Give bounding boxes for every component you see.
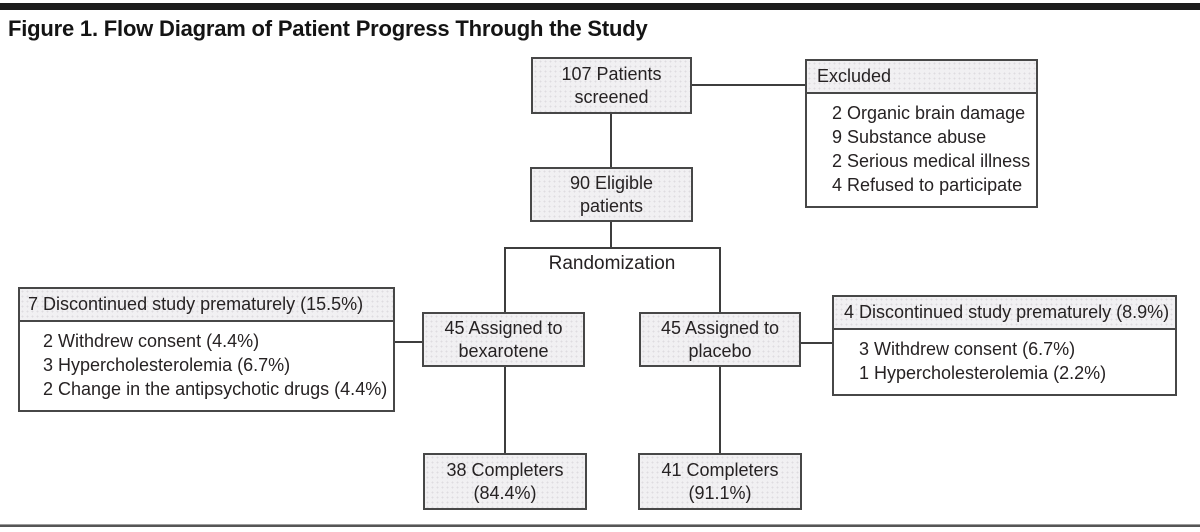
node-assigned-bexarotene: 45 Assigned to bexarotene (422, 312, 585, 367)
node-patients-screened-line2: screened (574, 86, 649, 107)
connector-split-placebo (719, 247, 721, 312)
excluded-item: 4 Refused to participate (832, 175, 1023, 195)
node-discontinued-placebo-header: 4 Discontinued study prematurely (8.9%) (834, 297, 1175, 330)
discontinued-bexarotene-item: 3 Hypercholesterolemia (6.7%) (43, 355, 291, 375)
connector-split-horizontal (504, 247, 721, 249)
node-eligible-patients: 90 Eligible patients (530, 167, 693, 222)
node-completers-placebo-line2: (91.1%) (688, 482, 752, 503)
connector-placebo-discontinued (801, 342, 832, 344)
node-completers-bexarotene-line2: (84.4%) (473, 482, 537, 503)
node-discontinued-bexarotene-header: 7 Discontinued study prematurely (15.5%) (20, 289, 393, 322)
randomization-label: Randomization (548, 253, 676, 274)
node-discontinued-bexarotene-list: 2 Withdrew consent (4.4%) 3 Hypercholest… (20, 322, 393, 410)
excluded-item: 2 Organic brain damage (832, 103, 1026, 123)
node-patients-screened-line1: 107 Patients (561, 63, 662, 84)
node-eligible-patients-line1: 90 Eligible (569, 172, 654, 193)
connector-screened-excluded (692, 84, 805, 86)
node-discontinued-bexarotene: 7 Discontinued study prematurely (15.5%)… (18, 287, 395, 412)
node-discontinued-placebo: 4 Discontinued study prematurely (8.9%) … (832, 295, 1177, 396)
top-rule (0, 3, 1200, 10)
node-assigned-placebo-line1: 45 Assigned to (660, 317, 780, 338)
node-excluded-list: 2 Organic brain damage 9 Substance abuse… (807, 94, 1036, 206)
node-excluded-header: Excluded (807, 61, 1036, 94)
connector-discontinued-bexarotene (395, 341, 422, 343)
figure-title: Figure 1. Flow Diagram of Patient Progre… (8, 16, 648, 41)
node-assigned-placebo: 45 Assigned to placebo (639, 312, 801, 367)
node-excluded: Excluded 2 Organic brain damage 9 Substa… (805, 59, 1038, 208)
connector-screened-eligible (610, 114, 612, 167)
node-discontinued-placebo-list: 3 Withdrew consent (6.7%) 1 Hypercholest… (834, 330, 1175, 394)
discontinued-bexarotene-item: 2 Change in the antipsychotic drugs (4.4… (43, 379, 388, 399)
node-completers-placebo: 41 Completers (91.1%) (638, 453, 802, 510)
discontinued-placebo-item: 3 Withdrew consent (6.7%) (859, 339, 1076, 359)
connector-bexarotene-completers (504, 367, 506, 453)
connector-eligible-split (610, 221, 612, 248)
connector-split-bexarotene (504, 247, 506, 312)
node-eligible-patients-line2: patients (579, 195, 644, 216)
excluded-item: 2 Serious medical illness (832, 151, 1031, 171)
node-assigned-bexarotene-line2: bexarotene (458, 340, 549, 361)
excluded-item: 9 Substance abuse (832, 127, 987, 147)
connector-placebo-completers (719, 367, 721, 453)
bottom-rule (0, 524, 1200, 527)
discontinued-bexarotene-item: 2 Withdrew consent (4.4%) (43, 331, 260, 351)
node-completers-bexarotene-line1: 38 Completers (446, 459, 564, 480)
node-assigned-bexarotene-line1: 45 Assigned to (444, 317, 563, 338)
node-patients-screened: 107 Patients screened (531, 57, 692, 114)
node-completers-bexarotene: 38 Completers (84.4%) (423, 453, 587, 510)
node-assigned-placebo-line2: placebo (688, 340, 752, 361)
discontinued-placebo-item: 1 Hypercholesterolemia (2.2%) (859, 363, 1107, 383)
node-completers-placebo-line1: 41 Completers (661, 459, 779, 480)
